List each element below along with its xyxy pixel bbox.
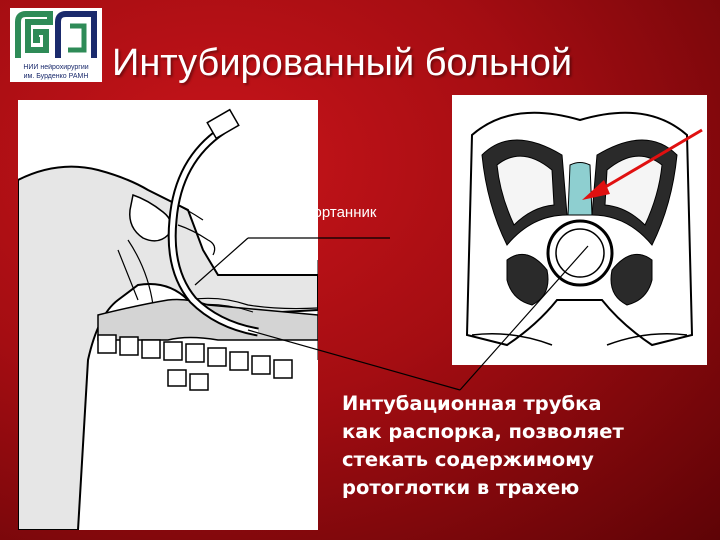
epiglottis-label: надгортанник — [283, 204, 377, 221]
logo-line-1: НИИ нейрохирургии — [23, 64, 89, 71]
institute-logo: НИИ нейрохирургии им. Бурденко РАМН — [10, 8, 102, 82]
endotracheal-tube-drawing — [167, 108, 259, 337]
logo-line-2: им. Бурденко РАМН — [23, 73, 89, 80]
caption-line-4: ротоглотки в трахею — [342, 476, 580, 499]
vertebrae-group — [97, 334, 293, 391]
caption-line-2: как распорка, позволяет — [342, 420, 624, 443]
airway-sagittal-drawing — [18, 108, 318, 530]
caption-text: Интубационная трубка как распорка, позво… — [342, 390, 714, 502]
caption-line-1: Интубационная трубка — [342, 392, 602, 415]
axial-section-illustration — [452, 95, 707, 365]
sagittal-section-illustration — [18, 100, 318, 530]
larynx-axial-drawing — [465, 111, 694, 347]
logo-emblem-icon — [13, 11, 99, 61]
caption-line-3: стекать содержимому — [342, 448, 594, 471]
slide-title: Интубированный больной — [112, 42, 573, 84]
